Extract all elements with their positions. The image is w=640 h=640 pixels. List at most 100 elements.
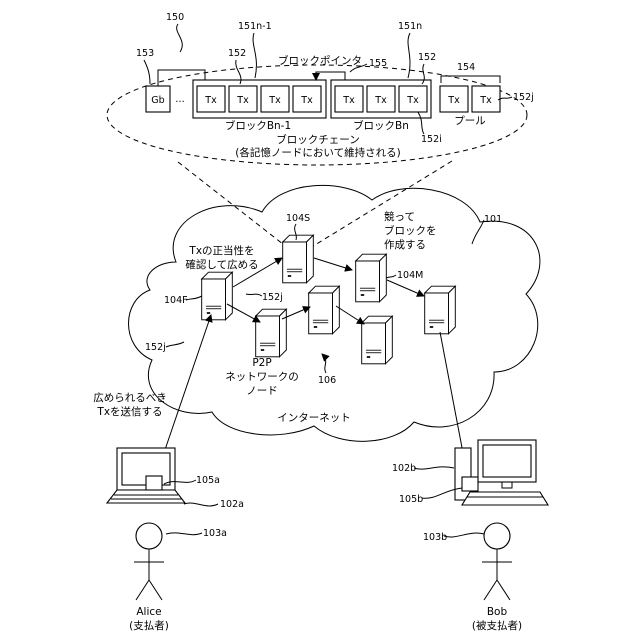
- bob-figure: Bob (被支払者): [472, 523, 522, 632]
- alice-role: (支払者): [129, 619, 169, 632]
- person-leg: [497, 580, 510, 600]
- leader-line: [386, 275, 396, 278]
- tx-label: Tx: [300, 95, 313, 106]
- blockchain-label: ブロックチェーン: [276, 133, 359, 146]
- p2p-label: P2P: [252, 357, 271, 369]
- alice-name: Alice: [136, 606, 161, 618]
- keyboard: [462, 492, 548, 505]
- block-pointer-arrow: [316, 72, 345, 80]
- ref-label: 103b: [423, 532, 447, 543]
- tx-label: Tx: [479, 95, 492, 106]
- pc-tower: [455, 448, 471, 500]
- ref-label: 101: [484, 214, 502, 225]
- person-leg: [149, 580, 162, 600]
- leader-line: [246, 294, 262, 296]
- ref-label: 153: [136, 48, 154, 59]
- tx-label: Tx: [204, 95, 217, 106]
- leader-line: [166, 342, 184, 347]
- server-node-104M: [356, 254, 387, 302]
- wallet-software: [462, 477, 478, 491]
- send-label-2: Txを送信する: [96, 405, 162, 418]
- ref-label: 152i: [421, 134, 442, 145]
- ref-label: 152: [418, 52, 436, 63]
- ref-label: 104F: [164, 295, 188, 306]
- leader-line: [184, 503, 218, 506]
- network-arrow: [314, 258, 352, 270]
- laptop-keyboard: [107, 490, 185, 503]
- monitor-stand: [502, 482, 512, 488]
- block-row: Gb … Tx Tx Tx Tx Tx Tx Tx Tx Tx ブロックポインタ…: [146, 54, 500, 159]
- ref-label: 151n: [398, 21, 422, 32]
- pool-label: プール: [454, 115, 486, 127]
- wallet-software: [146, 476, 162, 490]
- p2p-label-3: ノード: [246, 385, 278, 397]
- tx-label: Tx: [406, 95, 419, 106]
- validate-label: Txの正当性を: [188, 244, 254, 257]
- leader-line: [444, 533, 484, 537]
- compete-label-2: ブロックを: [384, 224, 437, 237]
- tx-label: Tx: [268, 95, 281, 106]
- leader-line: [177, 24, 183, 52]
- alice-laptop: [107, 448, 185, 503]
- compete-label-3: 作成する: [384, 239, 426, 251]
- tx-label: Tx: [236, 95, 249, 106]
- leader-line: [166, 533, 202, 535]
- leader-line: [253, 33, 256, 78]
- block-pointer-label: ブロックポインタ: [278, 54, 362, 67]
- ref-label: 154: [457, 62, 475, 73]
- ref-label: 103a: [203, 528, 227, 539]
- compete-label: 競って: [384, 210, 415, 223]
- ref-label: 105b: [399, 494, 423, 505]
- block-bn-1-label: ブロックBn-1: [225, 119, 291, 132]
- network-arrow: [336, 306, 364, 324]
- send-label: 広められるべき: [93, 391, 167, 404]
- person-head: [484, 523, 510, 549]
- ref-label: 102b: [392, 463, 416, 474]
- server-node-104F: [202, 272, 233, 320]
- network-arrow: [387, 280, 424, 296]
- person-leg: [136, 580, 149, 600]
- person-leg: [484, 580, 497, 600]
- validate-label-2: 確認して広める: [185, 258, 258, 271]
- leader-line: [186, 296, 202, 300]
- ref-label: 106: [318, 375, 336, 386]
- ref-label: 151n-1: [238, 21, 272, 32]
- leader-line: [414, 467, 454, 469]
- alice-labels: 105a 102a 103a: [164, 475, 244, 539]
- monitor-display: [483, 445, 531, 477]
- ref-label: 102a: [220, 499, 244, 510]
- leader-line: [322, 354, 326, 373]
- tx-label: Tx: [374, 95, 387, 106]
- person-head: [136, 523, 162, 549]
- ref-label: 152j: [513, 92, 534, 103]
- genesis-block-label: Gb: [151, 95, 164, 106]
- leader-line: [408, 33, 410, 78]
- server-node: [362, 316, 393, 364]
- ref-label: 150: [166, 12, 184, 23]
- ref-label: 104S: [286, 213, 310, 224]
- alice-figure: Alice (支払者): [129, 523, 169, 632]
- server-node-104S: [283, 235, 314, 283]
- server-node: [425, 286, 456, 334]
- server-node: [309, 286, 340, 334]
- ref-label: 152: [228, 48, 246, 59]
- ref-label: 105a: [196, 475, 220, 486]
- ref-label: 152j: [262, 292, 283, 303]
- blockchain-sub-label: (各記憶ノードにおいて維持される): [235, 146, 400, 159]
- pool-bracket: [441, 76, 500, 83]
- server-node: [256, 309, 287, 357]
- bob-desktop: [455, 440, 548, 505]
- internet-label: インターネット: [277, 412, 351, 424]
- bob-name: Bob: [487, 606, 508, 618]
- tx-label: Tx: [342, 95, 355, 106]
- callout-line-left: [178, 162, 288, 248]
- ref-label: 155: [369, 58, 387, 69]
- leader-line: [472, 220, 484, 244]
- ref-label: 104M: [397, 270, 423, 281]
- block-bn-label: ブロックBn: [353, 119, 409, 132]
- ref-label: 152j: [145, 342, 166, 353]
- leader-line: [144, 60, 150, 84]
- p2p-label-2: ネットワークの: [225, 371, 299, 383]
- ellipsis-text: …: [175, 94, 185, 105]
